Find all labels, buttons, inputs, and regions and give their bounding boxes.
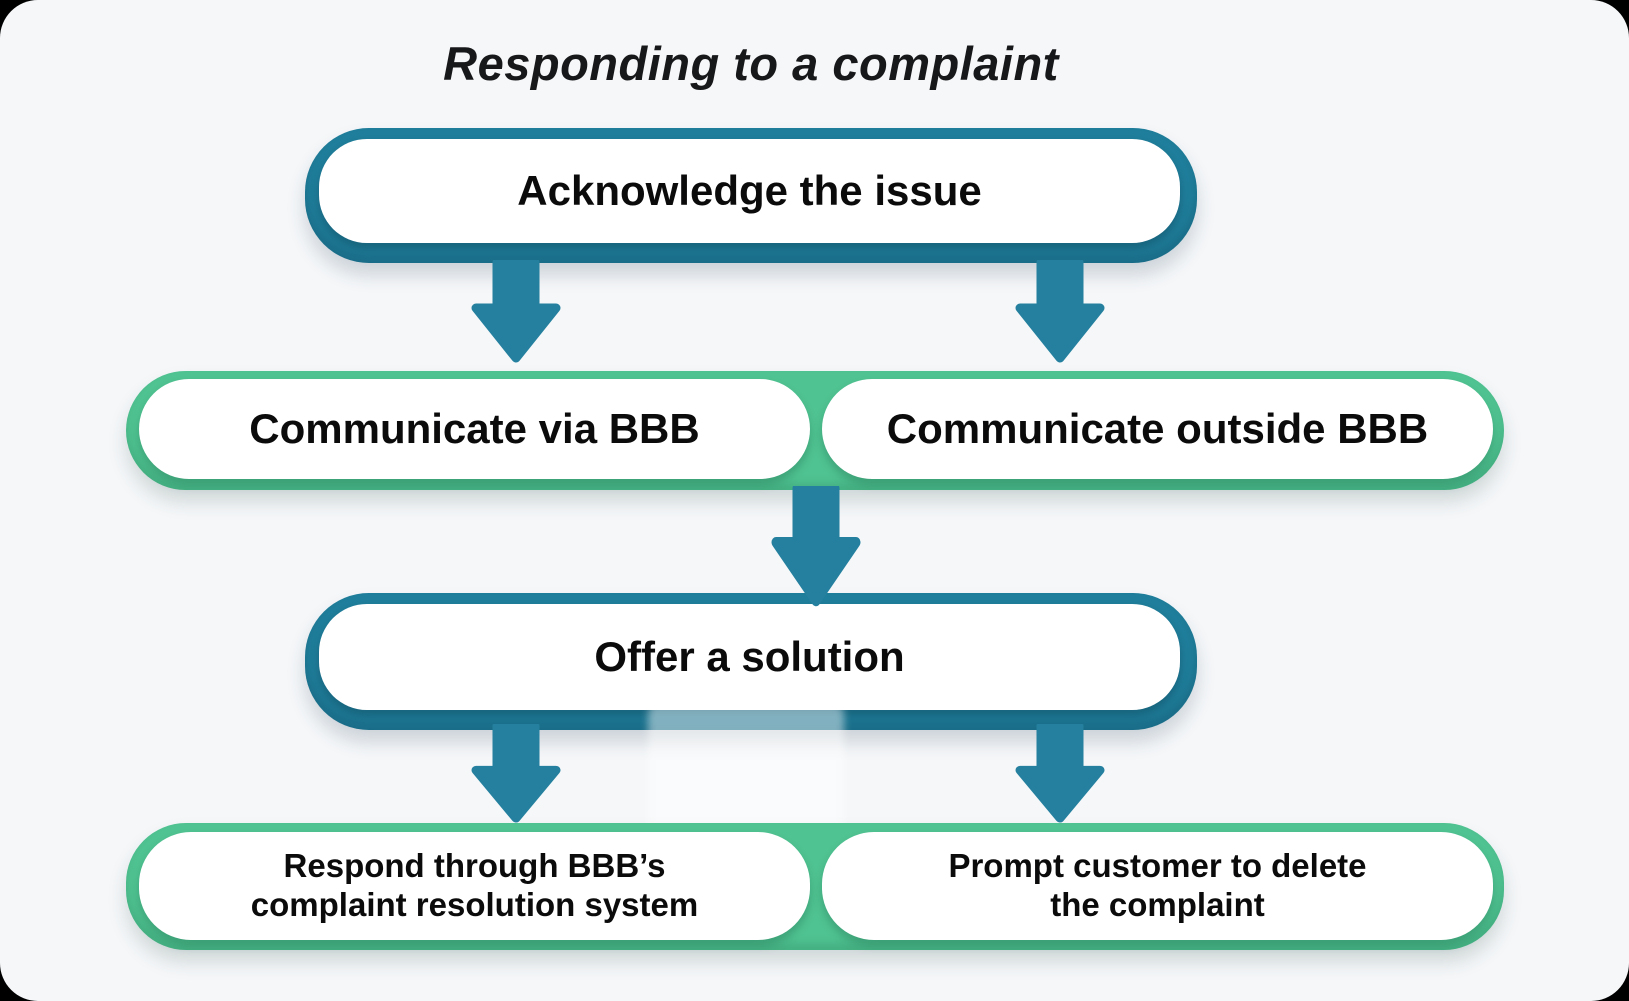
node-communicate-outside-bbb: Communicate outside BBB — [822, 379, 1493, 479]
node-label-line2: complaint resolution system — [250, 886, 699, 923]
node-communicate-via-bbb: Communicate via BBB — [139, 379, 810, 479]
node-label-line2: the complaint — [1050, 886, 1265, 923]
node-offer-a-solution: Offer a solution — [305, 593, 1197, 730]
page-title: Responding to a complaint — [443, 36, 1059, 90]
node-label-line1: Prompt customer to delete — [948, 847, 1367, 885]
background-artifact — [648, 704, 844, 838]
node-label: Communicate outside BBB — [886, 405, 1429, 452]
node-acknowledge-the-issue: Acknowledge the issue — [305, 128, 1197, 263]
node-label: Acknowledge the issue — [517, 167, 982, 214]
arrow-down-icon — [1012, 260, 1108, 364]
node-face: Acknowledge the issue — [319, 139, 1180, 243]
arrow-down-icon — [468, 260, 564, 364]
node-label: Communicate via BBB — [249, 405, 700, 452]
node-group-communicate: Communicate via BBB Communicate outside … — [126, 371, 1504, 490]
node-face: Offer a solution — [319, 604, 1180, 710]
arrow-down-icon — [1012, 724, 1108, 824]
node-label: Offer a solution — [594, 633, 905, 680]
arrow-down-icon — [768, 486, 864, 608]
node-respond-through-bbb: Respond through BBB’s complaint resoluti… — [139, 832, 810, 940]
node-prompt-customer-delete: Prompt customer to delete the complaint — [822, 832, 1493, 940]
node-group-resolution: Respond through BBB’s complaint resoluti… — [126, 823, 1504, 950]
node-label-line1: Respond through BBB’s — [283, 847, 666, 885]
arrow-down-icon — [468, 724, 564, 824]
